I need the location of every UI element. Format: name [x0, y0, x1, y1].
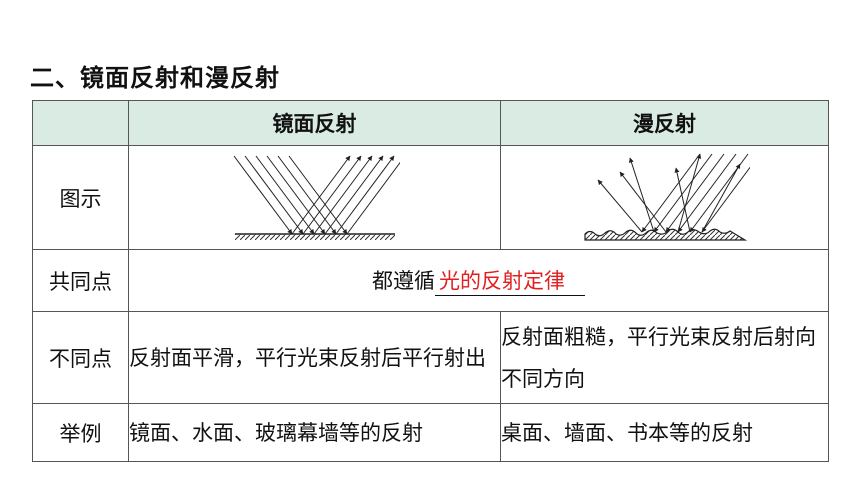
label-difference: 不同点	[32, 311, 129, 404]
light-ray	[233, 155, 292, 234]
light-ray	[288, 155, 347, 234]
answer-blank: 光的反射定律	[435, 265, 585, 296]
light-ray	[628, 157, 654, 232]
light-ray	[665, 153, 724, 232]
label-diagram: 图示	[32, 145, 129, 250]
light-ray	[701, 166, 750, 232]
header-diffuse: 漫反射	[500, 100, 829, 146]
light-ray	[291, 155, 350, 234]
cell-specular-diagram	[128, 145, 501, 250]
light-ray	[597, 179, 642, 232]
label-example: 举例	[32, 403, 129, 462]
specular-reflection-diagram	[233, 155, 400, 240]
light-ray	[335, 155, 394, 234]
light-ray	[677, 153, 736, 232]
common-prefix: 都遵循	[372, 269, 435, 293]
row-common: 共同点 都遵循光的反射定律	[32, 249, 829, 312]
row-diagram: 图示	[32, 145, 829, 250]
light-ray	[324, 155, 383, 234]
cell-difference-diffuse: 反射面粗糙，平行光束反射后射向不同方向	[500, 311, 829, 404]
section-heading: 二、镜面反射和漫反射	[30, 64, 280, 92]
light-ray	[619, 171, 666, 232]
row-example: 举例 镜面、水面、玻璃幕墙等的反射 桌面、墙面、书本等的反射	[32, 403, 829, 462]
light-ray	[677, 153, 701, 232]
light-ray	[674, 167, 690, 232]
cell-common: 都遵循光的反射定律	[128, 249, 829, 312]
cell-example-specular: 镜面、水面、玻璃幕墙等的反射	[128, 403, 501, 462]
light-ray	[313, 155, 372, 234]
header-empty	[32, 100, 129, 146]
light-ray	[244, 155, 303, 234]
diffuse-reflection-diagram	[583, 153, 750, 241]
light-ray	[255, 155, 314, 234]
cell-diffuse-diagram	[500, 145, 829, 250]
light-ray	[266, 155, 325, 234]
light-ray	[653, 153, 712, 232]
label-common: 共同点	[32, 249, 129, 312]
diffuse-rays	[597, 153, 750, 232]
light-ray	[701, 163, 740, 232]
comparison-table: 镜面反射 漫反射 图示	[32, 100, 829, 462]
light-ray	[277, 155, 336, 234]
specular-rays	[233, 155, 400, 234]
cell-difference-specular: 反射面平滑，平行光束反射后平行射出	[128, 311, 501, 404]
light-ray	[346, 161, 400, 234]
header-specular: 镜面反射	[128, 100, 501, 146]
light-ray	[641, 153, 700, 232]
row-difference: 不同点 反射面平滑，平行光束反射后平行射出 反射面粗糙，平行光束反射后射向不同方…	[32, 311, 829, 404]
light-ray	[302, 155, 361, 234]
header-row: 镜面反射 漫反射	[32, 100, 829, 146]
cell-example-diffuse: 桌面、墙面、书本等的反射	[500, 403, 829, 462]
